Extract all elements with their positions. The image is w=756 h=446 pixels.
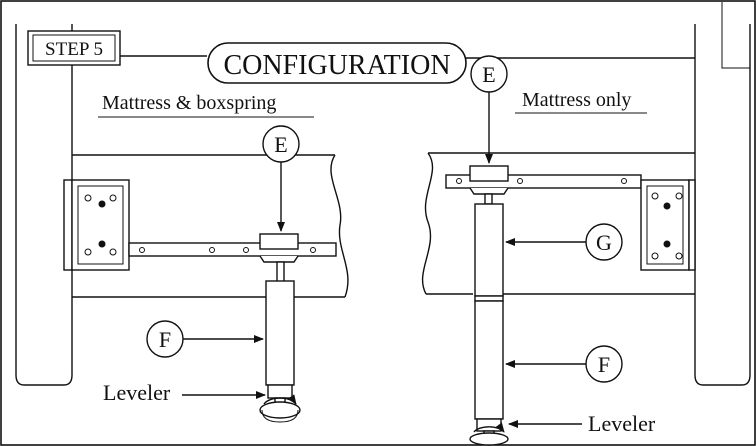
step-label: STEP 5 <box>45 39 103 60</box>
step-label-box: STEP 5 <box>27 30 121 66</box>
left-caption: Mattress & boxspring <box>102 92 276 114</box>
left-leveler-foot <box>259 394 301 423</box>
right-center-mount <box>469 165 509 182</box>
left-corner-bracket <box>63 179 130 271</box>
right-leveler-foot <box>469 422 509 446</box>
right-leg-g <box>474 193 504 302</box>
svg-text:E: E <box>274 132 287 157</box>
bed-frame-left-post <box>15 24 73 386</box>
right-caption: Mattress only <box>522 89 631 111</box>
title: CONFIGURATION <box>223 50 450 81</box>
right-leveler-label: Leveler <box>588 411 656 436</box>
title-capsule: CONFIGURATION <box>207 42 467 84</box>
right-cross-bar <box>445 165 642 195</box>
svg-text:F: F <box>598 352 610 377</box>
bed-frame-right-post <box>694 2 751 386</box>
left-leveler-callout: Leveler <box>103 380 266 405</box>
right-leg-f <box>474 300 504 437</box>
left-leg-f <box>265 261 295 405</box>
left-center-mount <box>259 233 299 250</box>
right-callout-f: F <box>505 345 623 383</box>
svg-text:E: E <box>482 62 495 87</box>
right-callout-g: G <box>505 223 623 261</box>
left-cross-bar <box>128 233 337 263</box>
left-callout-f: F <box>146 320 264 358</box>
svg-text:F: F <box>159 327 171 352</box>
right-leveler-callout: Leveler <box>508 411 656 436</box>
left-callout-e: E <box>262 125 300 232</box>
right-side-rail <box>421 152 695 295</box>
right-corner-bracket <box>640 179 696 271</box>
right-callout-e: E <box>470 55 508 164</box>
svg-text:G: G <box>596 230 612 255</box>
left-leveler-label: Leveler <box>103 380 171 405</box>
